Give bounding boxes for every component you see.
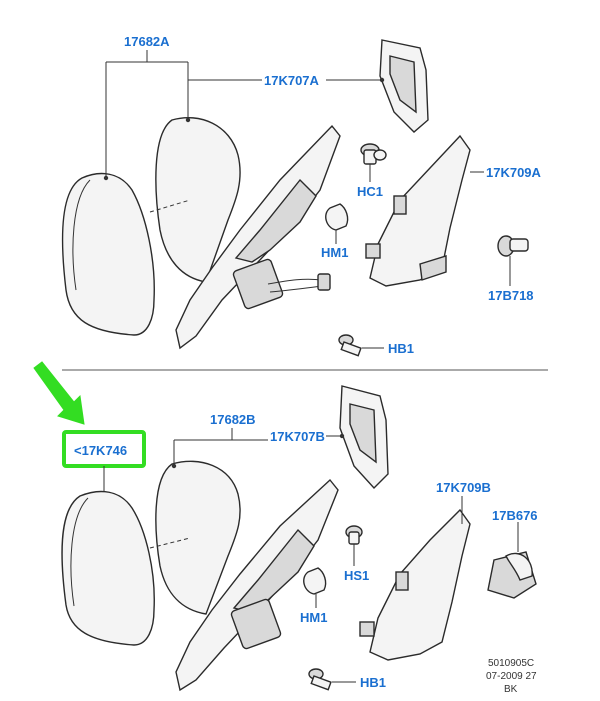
top-clip-hm1[interactable] [325,203,349,231]
top-glass-left-edge [72,179,91,291]
label-hb1-bottom: HB1 [360,675,386,690]
bottom-clip-hm1[interactable] [303,567,327,595]
bottom-mirror-motor[interactable] [230,598,282,650]
label-hm1-top: HM1 [321,245,348,260]
top-leader-dot-2 [185,117,191,123]
bottom-mirror-glass-right[interactable] [155,460,241,615]
bottom-base-trim-tab2 [359,621,375,637]
label-hc1: HC1 [357,184,383,199]
label-17682a: 17682A [124,34,170,49]
label-17b718: 17B718 [488,288,534,303]
top-mirror-glass-left[interactable] [61,172,155,336]
highlight-arrow [33,361,85,425]
top-bolt-hb1[interactable] [338,334,362,357]
top-housing-inner [234,178,317,263]
top-leader-dot-3 [379,77,385,83]
bottom-base-trim-tab1 [395,571,409,591]
top-wire-connector[interactable] [317,273,331,291]
label-17b676: 17B676 [492,508,538,523]
label-17k707b: 17K707B [270,429,325,444]
top-screw-hc1[interactable] [360,143,387,165]
bottom-mirror-glass-left[interactable] [61,490,155,646]
bottom-leader-dot-3 [339,433,345,439]
bottom-bolt-hb1[interactable] [308,668,332,691]
label-hm1-bottom: HM1 [300,610,327,625]
top-assembly: 17682A 17K707A HC1 17K709A HM1 17B718 HB… [61,34,542,357]
top-base-trim-tab1 [393,195,407,215]
label-17682b: 17682B [210,412,256,427]
top-mirror-motor[interactable] [232,258,284,310]
bottom-leader-17682b [173,428,268,466]
label-17k746-highlighted[interactable]: <17K746 [74,443,127,458]
top-base-trim-shadow [419,255,447,281]
caption-line-3: BK [504,684,518,695]
label-hs1: HS1 [344,568,369,583]
top-bulb-socket[interactable] [497,235,529,257]
bottom-glass-left-edge [70,497,89,607]
caption-line-2: 07-2009 27 [486,671,537,682]
bottom-assembly: <17K746 [33,361,538,692]
top-leader-dot-1 [103,175,109,181]
label-17k707a: 17K707A [264,73,320,88]
top-leader-17682a [105,50,189,178]
label-17k709b: 17K709B [436,480,491,495]
top-base-trim[interactable] [369,134,471,287]
label-17k709a: 17K709A [486,165,542,180]
drawing-caption: 5010905C 07-2009 27 BK [486,658,537,695]
label-hb1-top: HB1 [388,341,414,356]
bottom-back-cover-inner [349,403,377,464]
caption-line-1: 5010905C [488,658,534,669]
bottom-side-lamp[interactable] [487,551,537,599]
bottom-base-trim[interactable] [369,508,471,661]
bottom-leader-dot-2 [171,463,177,469]
bottom-screw-hs1[interactable] [345,525,363,545]
top-back-cover-inner [389,55,417,114]
top-base-trim-tab2 [365,243,381,259]
